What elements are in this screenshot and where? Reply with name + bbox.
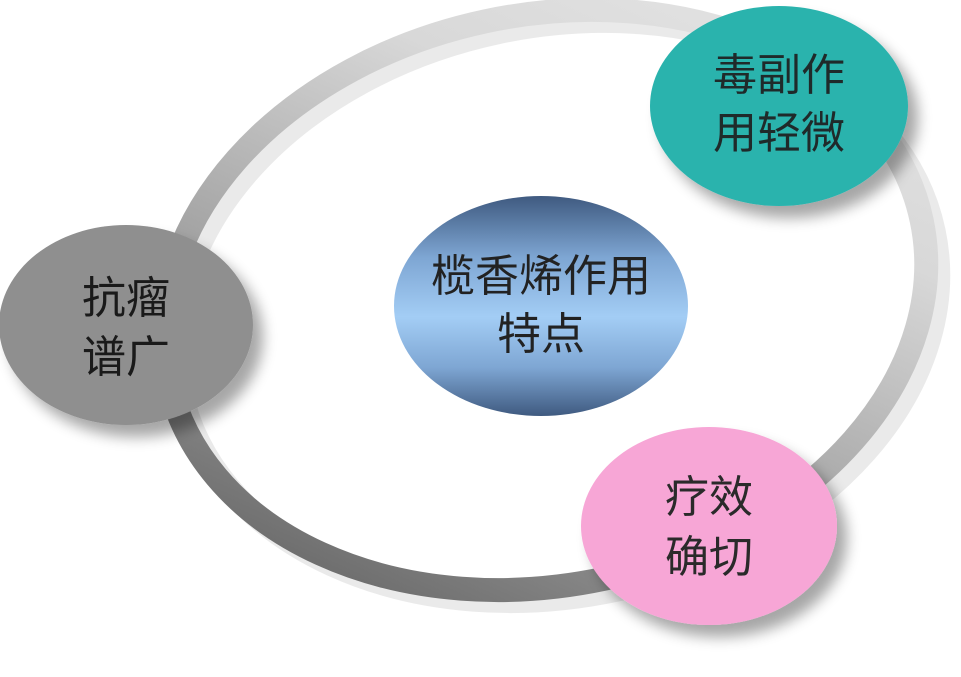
- node-broad-spectrum-line2: 谱广: [82, 332, 170, 383]
- node-definite-efficacy: [581, 427, 837, 625]
- node-low-toxicity-line2: 用轻微: [713, 108, 845, 159]
- node-low-toxicity: [650, 6, 908, 206]
- node-broad-spectrum: [0, 225, 253, 425]
- center-label-line2: 特点: [497, 309, 585, 360]
- node-definite-efficacy-circle: [581, 427, 837, 625]
- center-node: 榄香烯作用 特点: [394, 196, 688, 416]
- node-low-toxicity-circle: [650, 6, 908, 206]
- node-definite-efficacy-line2: 确切: [665, 532, 753, 583]
- node-broad-spectrum-line1: 抗瘤: [82, 273, 170, 324]
- center-label-line1: 榄香烯作用: [431, 251, 651, 302]
- node-definite-efficacy-line1: 疗效: [665, 472, 753, 523]
- node-low-toxicity-line1: 毒副作: [713, 50, 845, 101]
- node-broad-spectrum-circle: [0, 225, 253, 425]
